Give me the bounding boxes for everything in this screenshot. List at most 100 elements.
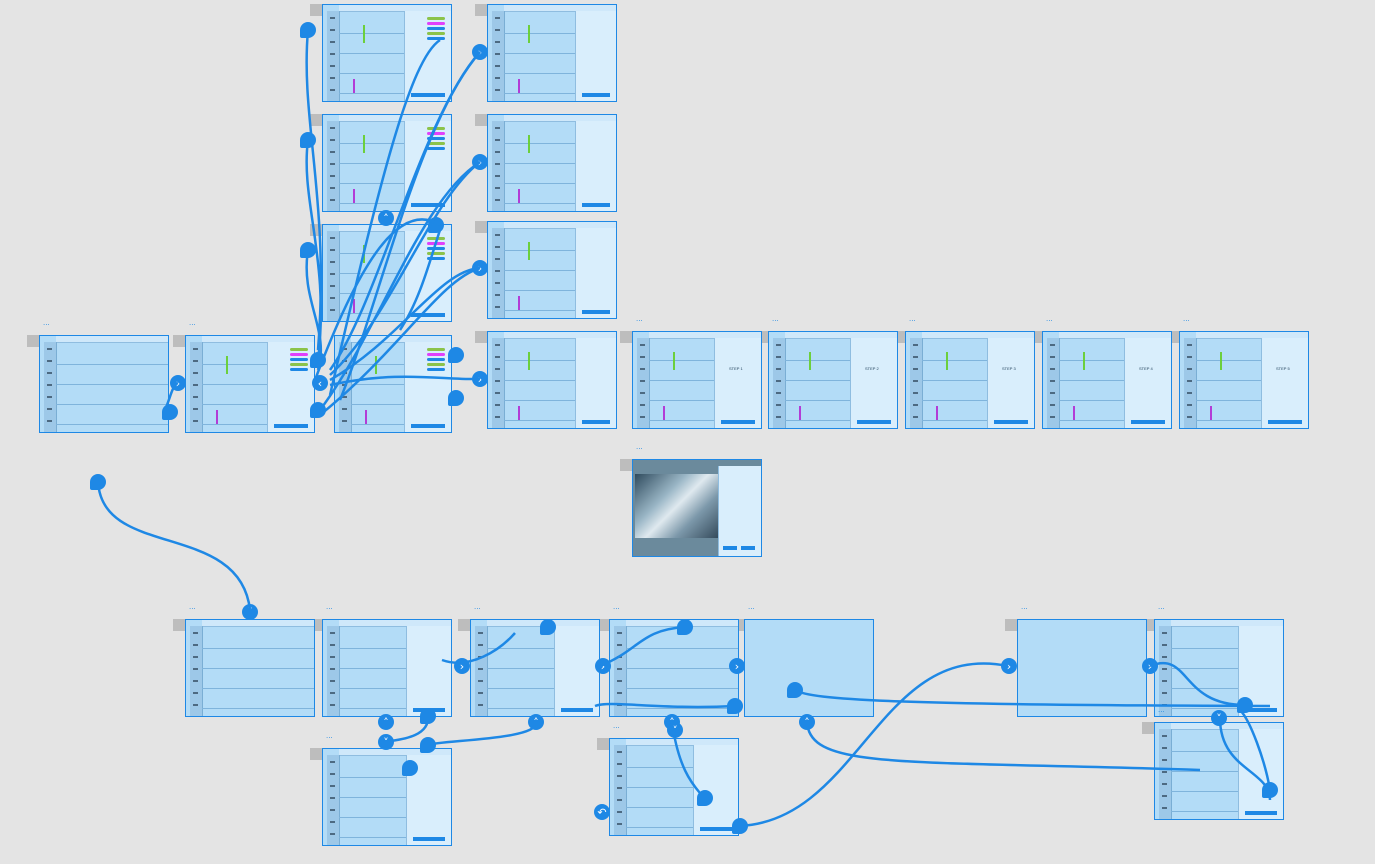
- chevron-right-icon[interactable]: ›: [454, 658, 470, 674]
- artboard-b5[interactable]: [744, 619, 874, 717]
- primary-button[interactable]: [857, 420, 891, 424]
- chevron-up-icon[interactable]: ˄: [799, 714, 815, 730]
- primary-button[interactable]: [582, 93, 610, 97]
- artboard-b1[interactable]: [185, 619, 315, 717]
- panel-button[interactable]: [723, 546, 737, 550]
- artboard-r3[interactable]: [322, 224, 452, 322]
- connector-pin[interactable]: [420, 708, 436, 724]
- artboard-label[interactable]: ...: [326, 732, 333, 740]
- primary-button[interactable]: [1245, 811, 1277, 815]
- chevron-right-icon[interactable]: ›: [472, 260, 488, 276]
- primary-button[interactable]: [721, 420, 755, 424]
- chevron-right-icon[interactable]: ›: [729, 658, 745, 674]
- artboard-a1[interactable]: [39, 335, 169, 433]
- chevron-right-icon[interactable]: ›: [170, 375, 186, 391]
- artboard-p2[interactable]: [487, 114, 617, 212]
- back-arrow-icon[interactable]: ↶: [594, 804, 610, 820]
- primary-button[interactable]: [274, 424, 308, 428]
- artboard-label[interactable]: ...: [326, 603, 333, 611]
- connector-pin[interactable]: [787, 682, 803, 698]
- artboard-label[interactable]: ...: [909, 315, 916, 323]
- artboard-b6[interactable]: [1017, 619, 1147, 717]
- artboard-label[interactable]: ...: [189, 603, 196, 611]
- artboard-s2[interactable]: STEP 2: [768, 331, 898, 429]
- artboard-b4[interactable]: [609, 619, 739, 717]
- connector-pin[interactable]: [162, 404, 178, 420]
- primary-button[interactable]: [413, 837, 445, 841]
- primary-button[interactable]: [582, 310, 610, 314]
- connector-pin[interactable]: [732, 818, 748, 834]
- artboard-c2[interactable]: [609, 738, 739, 836]
- artboard-label[interactable]: ...: [636, 315, 643, 323]
- artboard-label[interactable]: ...: [636, 443, 643, 451]
- artboard-p4[interactable]: [487, 331, 617, 429]
- artboard-label[interactable]: ...: [1183, 315, 1190, 323]
- artboard-s4[interactable]: STEP 4: [1042, 331, 1172, 429]
- chevron-down-icon[interactable]: ˅: [1211, 710, 1227, 726]
- primary-button[interactable]: [994, 420, 1028, 424]
- chevron-right-icon[interactable]: ›: [472, 371, 488, 387]
- chevron-up-icon[interactable]: ˄: [528, 714, 544, 730]
- artboard-p1[interactable]: [487, 4, 617, 102]
- connector-pin[interactable]: [727, 698, 743, 714]
- artboard-s3[interactable]: STEP 3: [905, 331, 1035, 429]
- chevron-down-icon[interactable]: ˅: [667, 722, 683, 738]
- primary-button[interactable]: [1268, 420, 1302, 424]
- primary-button[interactable]: [411, 203, 445, 207]
- connector-pin[interactable]: [448, 347, 464, 363]
- connector-pin[interactable]: [90, 474, 106, 490]
- connector-pin[interactable]: [1262, 782, 1278, 798]
- connector-pin[interactable]: [428, 217, 444, 233]
- primary-button[interactable]: [582, 203, 610, 207]
- artboard-label[interactable]: ...: [474, 603, 481, 611]
- chevron-right-icon[interactable]: ›: [595, 658, 611, 674]
- artboard-photo[interactable]: [632, 459, 762, 557]
- artboard-c1[interactable]: [322, 748, 452, 846]
- chevron-up-icon[interactable]: ˄: [378, 210, 394, 226]
- connector-pin[interactable]: [420, 737, 436, 753]
- artboard-b2[interactable]: [322, 619, 452, 717]
- connector-pin[interactable]: [310, 352, 326, 368]
- artboard-r2[interactable]: [322, 114, 452, 212]
- chevron-right-icon[interactable]: ›: [472, 154, 488, 170]
- connector-pin[interactable]: [677, 619, 693, 635]
- chevron-up-icon[interactable]: ˄: [378, 714, 394, 730]
- artboard-label[interactable]: ...: [613, 603, 620, 611]
- primary-button[interactable]: [700, 827, 732, 831]
- artboard-a2[interactable]: [185, 335, 315, 433]
- chevron-right-icon[interactable]: ›: [1001, 658, 1017, 674]
- connector-pin[interactable]: [300, 132, 316, 148]
- artboard-b3[interactable]: [470, 619, 600, 717]
- artboard-b7[interactable]: [1154, 619, 1284, 717]
- artboard-label[interactable]: ...: [1158, 706, 1165, 714]
- primary-button[interactable]: [561, 708, 593, 712]
- primary-button[interactable]: [411, 424, 445, 428]
- artboard-label[interactable]: ...: [1158, 603, 1165, 611]
- connector-pin[interactable]: [300, 22, 316, 38]
- artboard-label[interactable]: ...: [772, 315, 779, 323]
- primary-button[interactable]: [1131, 420, 1165, 424]
- connector-pin[interactable]: [300, 242, 316, 258]
- artboard-label[interactable]: ...: [189, 319, 196, 327]
- connector-pin[interactable]: [540, 619, 556, 635]
- connector-pin[interactable]: [402, 760, 418, 776]
- artboard-label[interactable]: ...: [1046, 315, 1053, 323]
- chevron-left-icon[interactable]: ‹: [312, 375, 328, 391]
- artboard-p3[interactable]: [487, 221, 617, 319]
- artboard-label[interactable]: ...: [748, 603, 755, 611]
- artboard-r1[interactable]: [322, 4, 452, 102]
- artboard-s1[interactable]: STEP 1: [632, 331, 762, 429]
- artboard-s5[interactable]: STEP 5: [1179, 331, 1309, 429]
- panel-button[interactable]: [741, 546, 755, 550]
- artboard-label[interactable]: ...: [1021, 603, 1028, 611]
- connector-pin[interactable]: [448, 390, 464, 406]
- artboard-r4[interactable]: [334, 335, 452, 433]
- chevron-right-icon[interactable]: ›: [1142, 658, 1158, 674]
- primary-button[interactable]: [411, 93, 445, 97]
- artboard-label[interactable]: ...: [43, 319, 50, 327]
- chevron-right-icon[interactable]: ›: [472, 44, 488, 60]
- primary-button[interactable]: [582, 420, 610, 424]
- connector-pin[interactable]: [697, 790, 713, 806]
- artboard-c3[interactable]: [1154, 722, 1284, 820]
- connector-pin[interactable]: [1237, 697, 1253, 713]
